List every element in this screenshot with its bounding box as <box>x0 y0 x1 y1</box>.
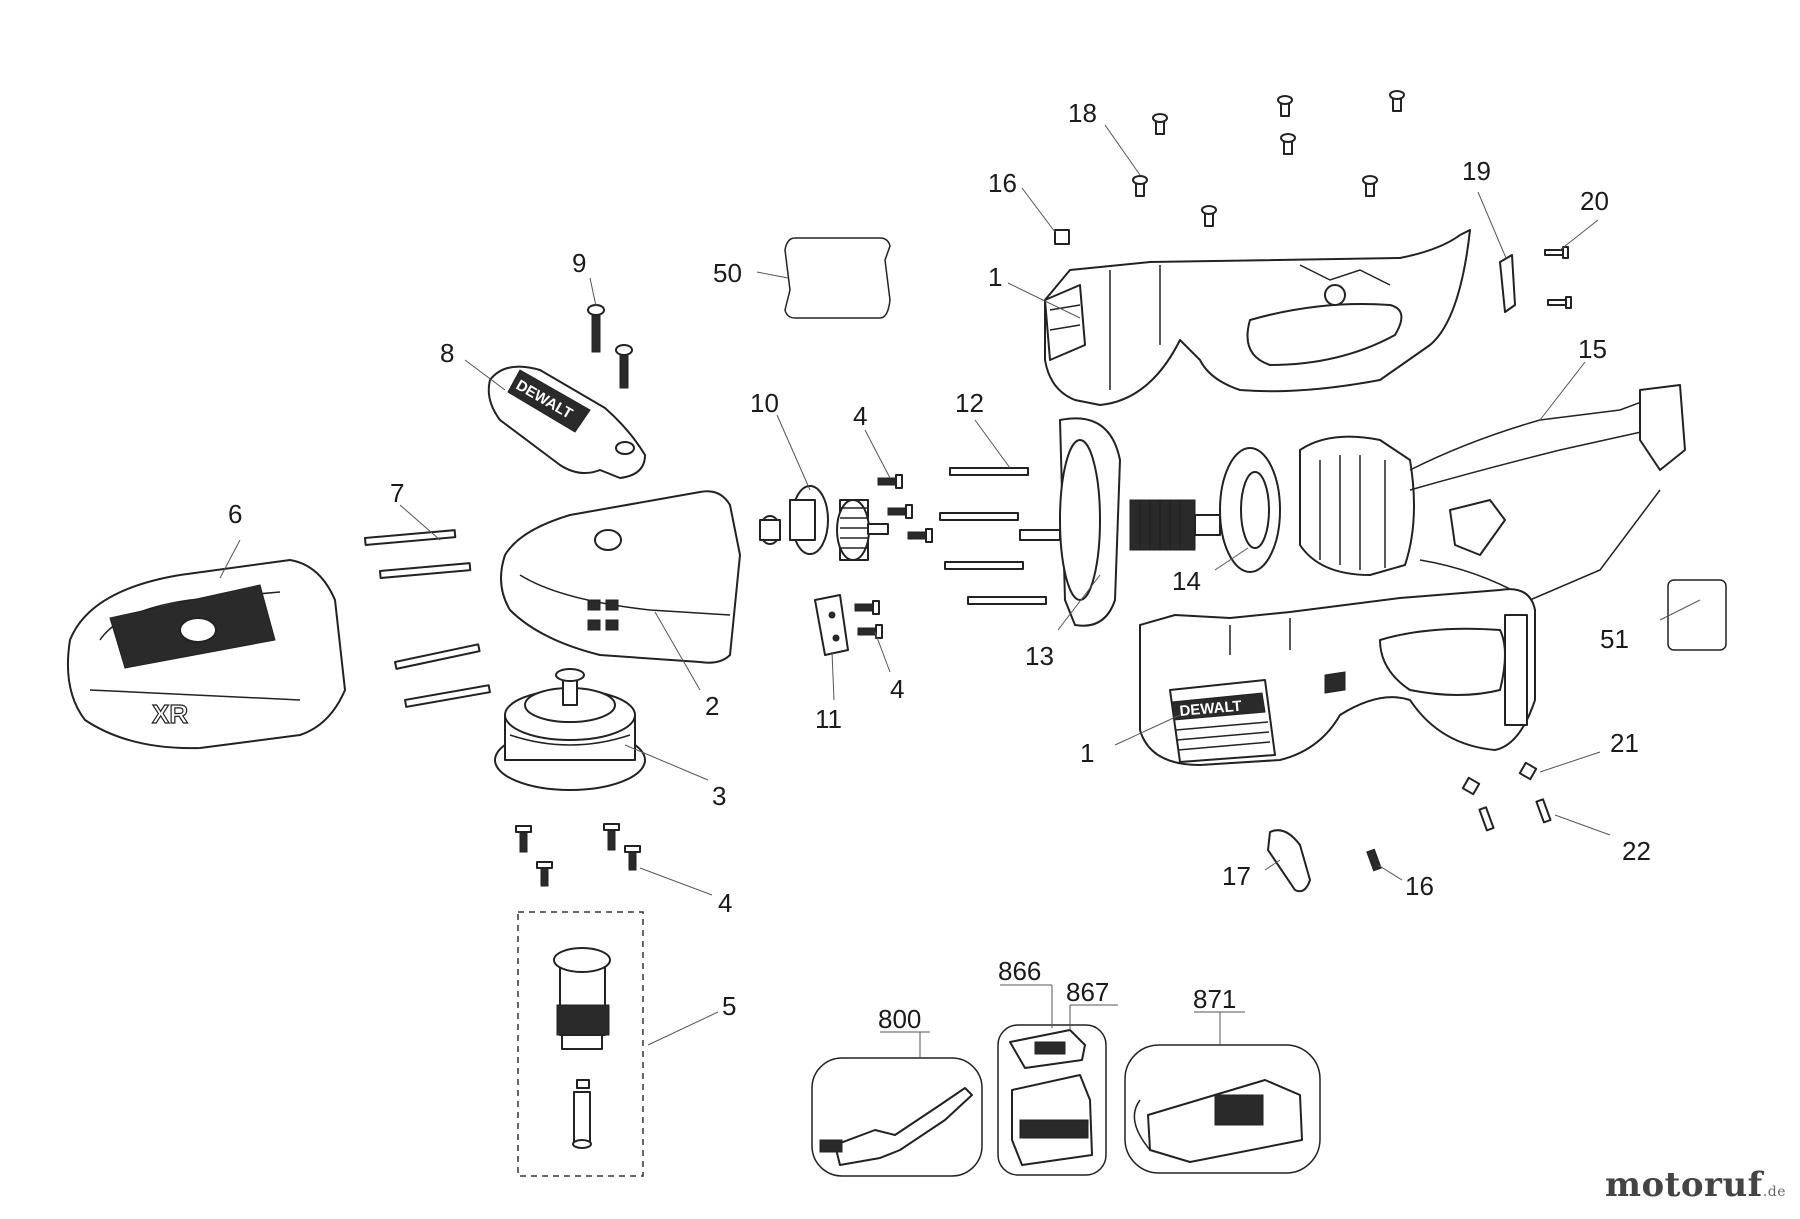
part-1-housing-lower[interactable]: DEWALT <box>1139 588 1536 766</box>
xr-logo: XR <box>151 698 189 729</box>
callout-12: 12 <box>955 388 984 418</box>
callout-2: 2 <box>705 691 719 721</box>
part-13-rotor[interactable] <box>1019 417 1221 627</box>
callout-10: 10 <box>750 388 779 418</box>
callout-1-upper: 1 <box>988 262 1002 292</box>
callout-6: 6 <box>228 499 242 529</box>
callout-20: 20 <box>1580 186 1609 216</box>
callout-17: 17 <box>1222 861 1251 891</box>
callout-50: 50 <box>713 258 742 288</box>
callout-8: 8 <box>440 338 454 368</box>
callout-18: 18 <box>1068 98 1097 128</box>
callout-1-lower: 1 <box>1080 738 1094 768</box>
part-51-label[interactable] <box>1667 579 1727 651</box>
watermark-logo: motoruf.de <box>1605 1165 1786 1205</box>
callout-51: 51 <box>1600 624 1629 654</box>
part-866-battery[interactable] <box>997 1024 1107 1176</box>
cover-screw-hole <box>179 617 217 643</box>
part-871-charger[interactable] <box>1124 1044 1321 1174</box>
part-11-bracket[interactable] <box>814 594 849 656</box>
callout-9: 9 <box>572 248 586 278</box>
callout-21: 21 <box>1610 728 1639 758</box>
callout-16-upper: 16 <box>988 168 1017 198</box>
part-21-nut[interactable] <box>1461 761 1538 796</box>
callout-19: 19 <box>1462 156 1491 186</box>
callout-16-lower: 16 <box>1405 871 1434 901</box>
callout-867: 867 <box>1066 977 1109 1007</box>
callout-871: 871 <box>1193 984 1236 1014</box>
part-4-screws-bottom[interactable] <box>515 823 641 887</box>
callout-866: 866 <box>998 956 1041 986</box>
callout-3: 3 <box>712 781 726 811</box>
callout-800: 800 <box>878 1004 921 1034</box>
part-20-screws[interactable] <box>1544 246 1572 309</box>
part-17-latch[interactable] <box>1267 829 1311 893</box>
part-1-housing-upper[interactable] <box>1044 229 1471 406</box>
callout-7: 7 <box>390 478 404 508</box>
part-16-pin-lower[interactable] <box>1366 848 1382 872</box>
watermark-tld: .de <box>1762 1184 1786 1200</box>
watermark-main: motoruf <box>1605 1165 1763 1205</box>
part-50-label[interactable] <box>784 237 891 319</box>
part-22-screws[interactable] <box>1478 798 1552 832</box>
part-18-screws[interactable] <box>1132 90 1405 227</box>
part-14-ring[interactable] <box>1219 447 1281 573</box>
part-9-screws[interactable] <box>587 304 633 389</box>
part-4-screws-gear[interactable] <box>854 474 933 639</box>
callout-15: 15 <box>1578 334 1607 364</box>
part-5-kit[interactable] <box>517 911 644 1177</box>
leader-lines <box>219 124 1701 1058</box>
xr-logo-text: XR <box>152 699 188 729</box>
part-8-cap[interactable]: DEWALT <box>487 365 646 479</box>
part-800-accessory[interactable] <box>811 1057 983 1177</box>
part-16-nut-upper[interactable] <box>1054 229 1070 245</box>
callout-22: 22 <box>1622 836 1651 866</box>
callout-4-gear-bottom: 4 <box>890 674 904 704</box>
part-2-gear-housing[interactable] <box>500 490 741 664</box>
part-3-spindle-assembly[interactable] <box>494 668 646 791</box>
callout-14: 14 <box>1172 566 1201 596</box>
part-6-front-cover[interactable]: XR <box>66 559 346 750</box>
part-7-pins[interactable] <box>364 529 491 708</box>
callout-labels: 18 16 19 20 50 1 9 8 15 10 4 12 7 6 14 5… <box>228 98 1651 1034</box>
callout-13: 13 <box>1025 641 1054 671</box>
part-15-stator[interactable] <box>1299 384 1686 601</box>
part-12-rods[interactable] <box>939 467 1047 605</box>
part-10-gear[interactable] <box>759 485 889 561</box>
callout-11: 11 <box>815 704 842 734</box>
callout-4-gear-top: 4 <box>853 401 867 431</box>
callout-5: 5 <box>722 991 736 1021</box>
callout-4-bottom: 4 <box>718 888 732 918</box>
housing-brand-text: DEWALT <box>1179 698 1242 720</box>
part-19-clip[interactable] <box>1499 254 1516 313</box>
